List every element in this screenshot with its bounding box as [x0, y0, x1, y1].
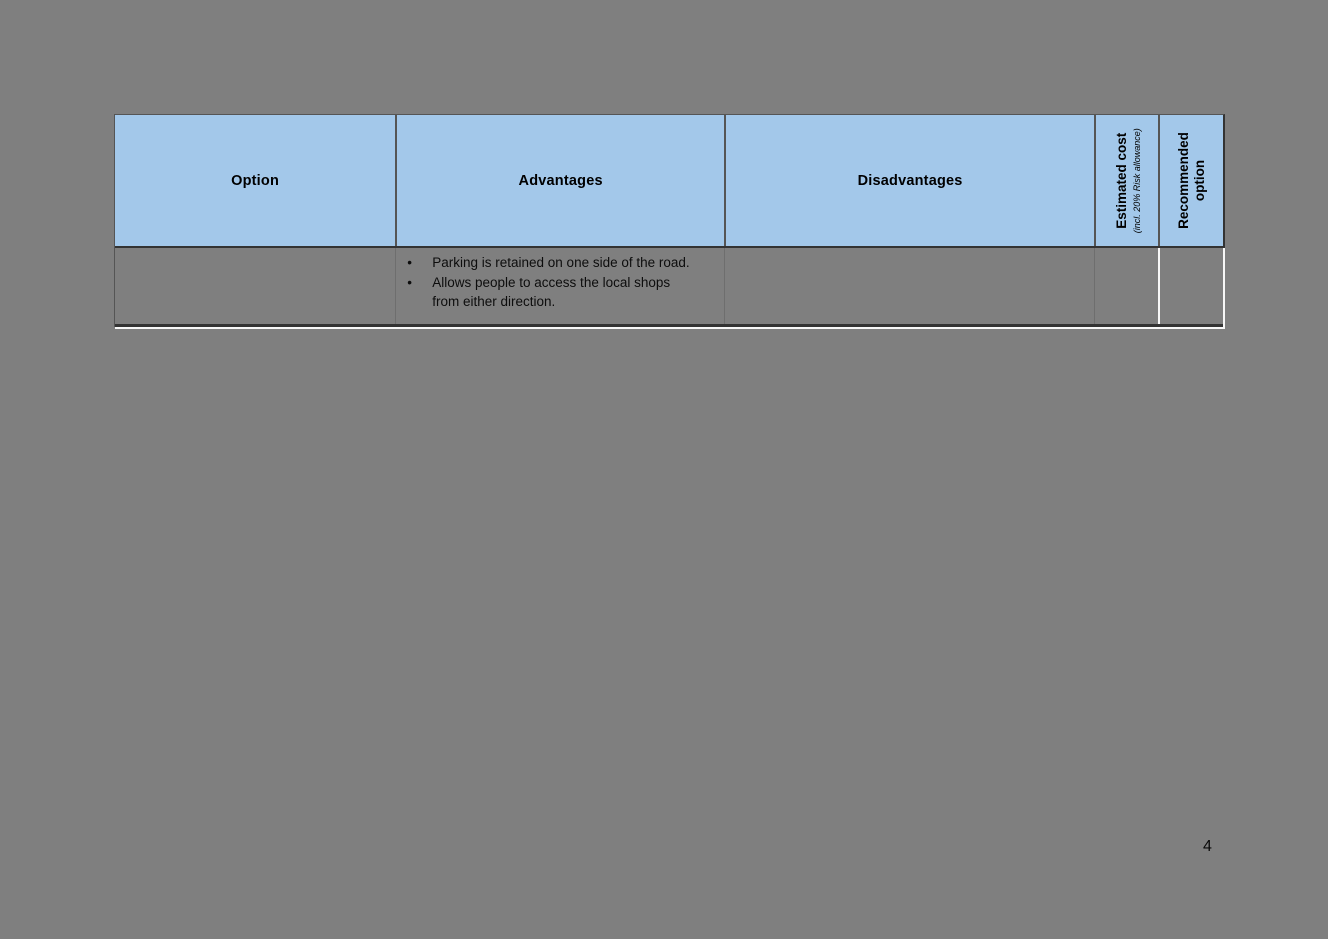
- header-advantages-label: Advantages: [518, 172, 603, 189]
- advantages-list: Parking is retained on one side of the r…: [396, 253, 694, 312]
- header-recommended-option-rotated: Recommended option: [1176, 132, 1207, 229]
- header-recommended-option-label: Recommended option: [1176, 132, 1207, 229]
- cell-advantages: Parking is retained on one side of the r…: [395, 248, 724, 324]
- header-estimated-cost-label: Estimated cost: [1113, 132, 1129, 229]
- header-estimated-cost-rotated: Estimated cost (incl. 20% Risk allowance…: [1113, 128, 1141, 233]
- table-header-row: Option Advantages Disadvantages Estimate…: [115, 115, 1223, 248]
- cell-estimated-cost: [1094, 248, 1158, 324]
- header-option-label: Option: [231, 172, 280, 189]
- options-assessment-table: Option Advantages Disadvantages Estimate…: [114, 114, 1225, 327]
- cell-disadvantages: [724, 248, 1094, 324]
- page-number: 4: [1203, 838, 1212, 855]
- cell-option: [115, 248, 395, 324]
- table-row: Parking is retained on one side of the r…: [115, 248, 1223, 327]
- advantages-item: Allows people to access the local shops …: [407, 273, 694, 312]
- header-recommended-option: Recommended option: [1158, 115, 1223, 246]
- header-estimated-cost-sublabel: (incl. 20% Risk allowance): [1130, 127, 1141, 234]
- advantages-item: Parking is retained on one side of the r…: [407, 253, 694, 273]
- header-option: Option: [115, 115, 395, 246]
- header-estimated-cost: Estimated cost (incl. 20% Risk allowance…: [1094, 115, 1158, 246]
- cell-recommended-option: [1158, 248, 1223, 324]
- header-disadvantages: Disadvantages: [724, 115, 1094, 246]
- header-advantages: Advantages: [395, 115, 724, 246]
- header-disadvantages-label: Disadvantages: [857, 172, 963, 189]
